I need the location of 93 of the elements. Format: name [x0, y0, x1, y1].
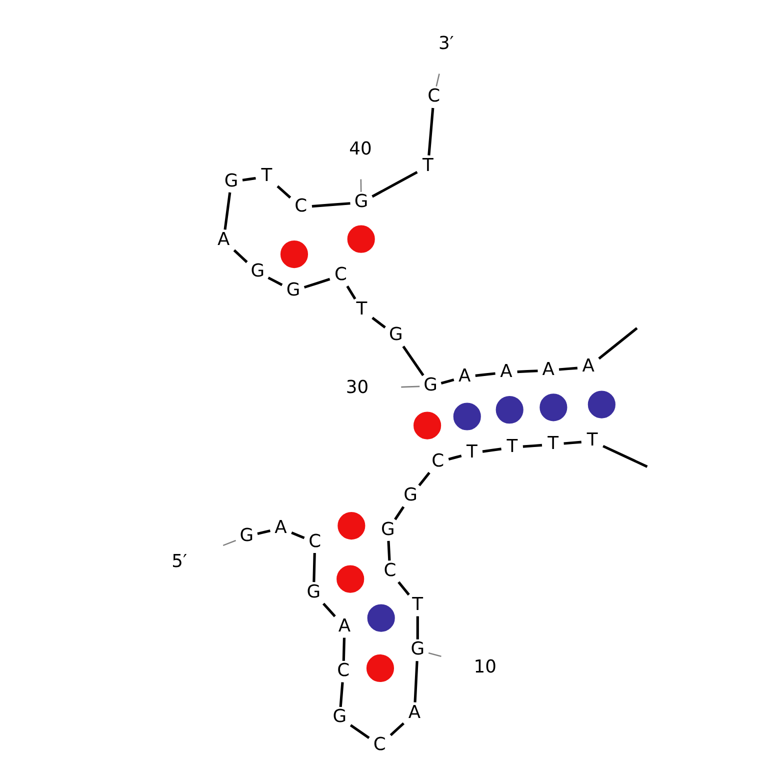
node-text: A: [338, 616, 350, 637]
connector: [474, 372, 495, 377]
node-text: A: [216, 228, 230, 250]
node-circle: [366, 604, 394, 632]
connector: [516, 370, 538, 374]
connector: [267, 276, 282, 286]
node-text: G: [306, 581, 320, 602]
node-text: G: [250, 260, 264, 282]
node-text: G: [332, 706, 346, 728]
connector: [598, 327, 638, 360]
node-circle: [346, 225, 374, 253]
connector: [346, 286, 356, 300]
node-circle: [539, 394, 567, 422]
node-text: C: [427, 86, 440, 107]
node-text: 5′: [171, 550, 187, 572]
connector: [322, 602, 336, 618]
connector: [418, 472, 430, 486]
connector: [360, 179, 362, 192]
connector: [440, 378, 454, 384]
node-text: 10: [473, 656, 496, 678]
connector: [290, 532, 304, 540]
connector: [256, 530, 270, 536]
node-text: T: [356, 298, 367, 320]
node-text: C: [294, 196, 307, 217]
connector: [602, 444, 648, 468]
node-text: T: [506, 436, 518, 457]
node-text: C: [383, 560, 396, 581]
node-circle: [336, 565, 364, 593]
node-text: G: [403, 484, 417, 506]
connector: [222, 540, 236, 546]
node-text: 3′: [438, 32, 454, 54]
node-circle: [452, 402, 480, 430]
connector: [397, 581, 410, 596]
connector: [400, 386, 420, 388]
connector: [312, 552, 316, 582]
node-text: G: [224, 170, 238, 192]
node-text: G: [388, 324, 402, 346]
node-text: 40: [348, 138, 372, 160]
node-text: G: [380, 518, 394, 540]
node-circle: [337, 512, 365, 540]
connector: [338, 682, 344, 708]
node-text: 30: [345, 377, 368, 398]
node-circle: [495, 396, 523, 424]
connector: [223, 192, 231, 230]
connector: [522, 444, 542, 448]
connector: [428, 652, 441, 657]
node-text: T: [422, 154, 433, 176]
connector: [371, 316, 386, 328]
node-text: G: [239, 524, 254, 546]
node-text: A: [274, 516, 286, 538]
connector: [276, 185, 291, 199]
node-text: G: [410, 638, 424, 660]
node-circle: [280, 240, 308, 268]
node-text: T: [586, 430, 598, 451]
node-text: A: [542, 358, 554, 380]
node-text: C: [334, 264, 347, 286]
connector: [349, 724, 370, 740]
connector: [435, 74, 440, 87]
node-text: C: [431, 450, 444, 472]
connector: [389, 722, 404, 736]
connector: [371, 170, 418, 198]
connector: [413, 660, 418, 702]
connector: [448, 454, 462, 460]
node-text: C: [336, 660, 350, 682]
node-circle: [366, 654, 394, 682]
connector: [232, 249, 248, 264]
node-text: A: [500, 360, 512, 382]
node-circle: [413, 412, 441, 440]
node-text: T: [466, 442, 477, 463]
node-text: G: [354, 191, 368, 212]
connector: [386, 540, 390, 561]
node-text: A: [408, 702, 420, 723]
node-circle: [587, 390, 615, 418]
connector: [563, 440, 581, 445]
connector: [416, 616, 418, 640]
node-text: A: [582, 356, 594, 377]
connector: [558, 366, 578, 371]
node-text: C: [372, 734, 386, 755]
connector: [482, 448, 501, 453]
node-text: A: [458, 365, 470, 386]
connector: [342, 638, 346, 661]
node-text: G: [423, 374, 437, 396]
connector: [394, 506, 404, 520]
connector: [311, 202, 350, 208]
connector: [402, 346, 424, 376]
node-text: G: [286, 279, 300, 300]
connector: [303, 278, 330, 289]
connector: [242, 176, 256, 182]
connector: [427, 108, 434, 156]
node-text: C: [308, 530, 321, 552]
node-text: T: [547, 432, 558, 454]
node-text: T: [260, 165, 272, 186]
node-text: T: [412, 594, 423, 616]
